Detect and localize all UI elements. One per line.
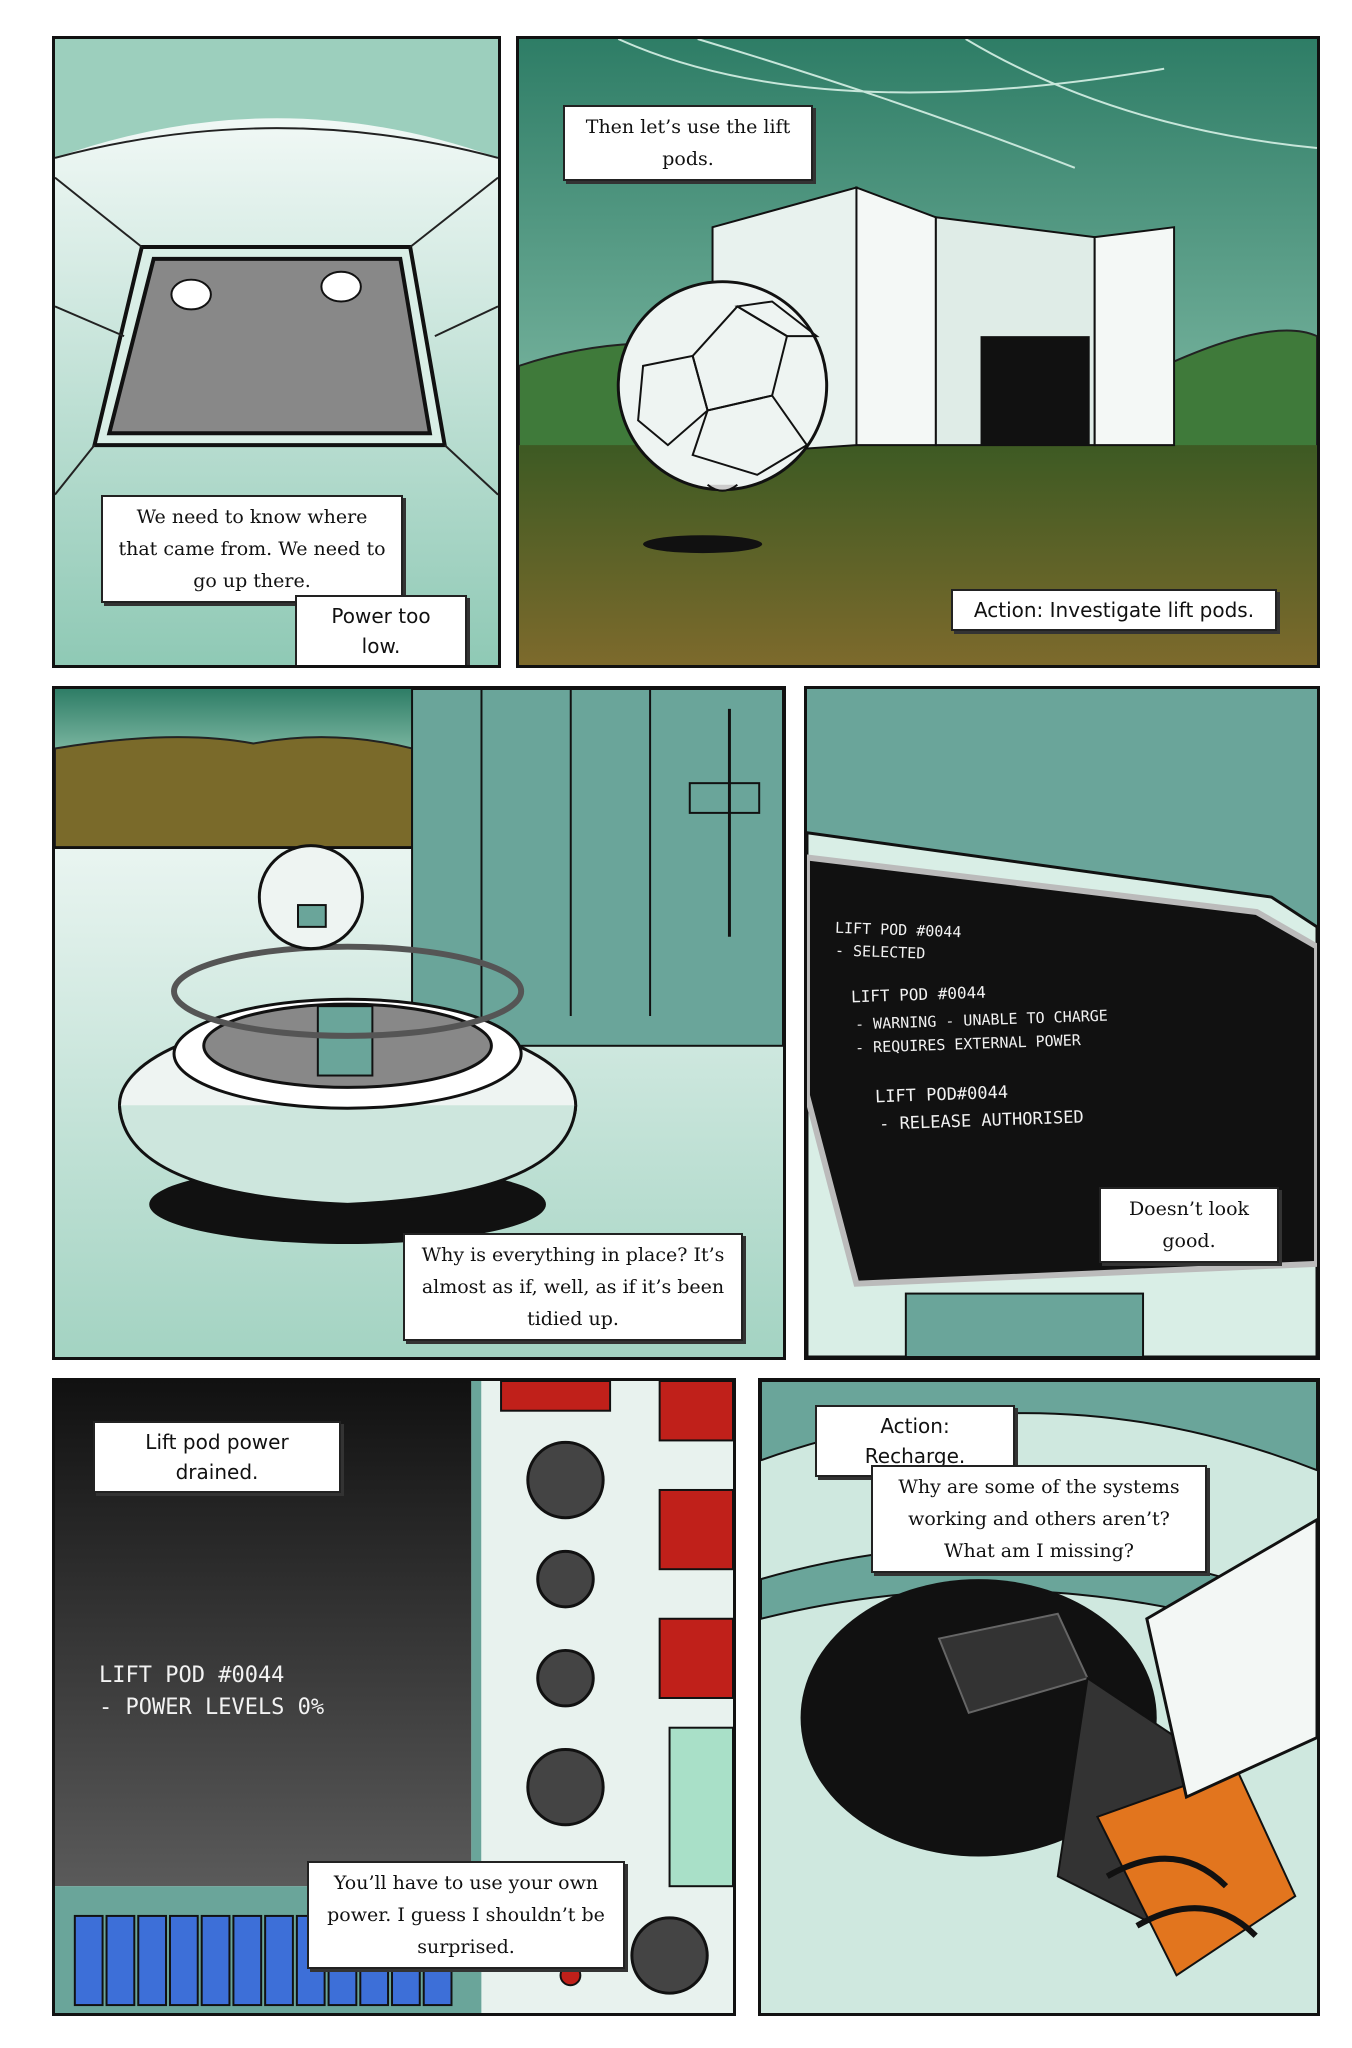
power-readout-line: - POWER LEVELS 0%	[99, 1695, 325, 1720]
system-message-box: Action: Investigate lift pods.	[951, 589, 1277, 631]
panel-3-lift-pod-platform: Why is everything in place? It’s almost …	[52, 686, 786, 1360]
panel-4-terminal: LIFT POD #0044 - SELECTED LIFT POD #0044…	[804, 686, 1320, 1360]
system-message-box: Lift pod power drained.	[93, 1421, 341, 1493]
narration-box: Why is everything in place? It’s almost …	[403, 1233, 743, 1341]
system-message-box: Power too low.	[295, 595, 467, 665]
narration-box: Why are some of the systems working and …	[871, 1465, 1207, 1573]
narration-box: You’ll have to use your own power. I gue…	[307, 1861, 625, 1969]
panel-6-recharge-cable: Action: Recharge. Why are some of the sy…	[758, 1378, 1320, 2016]
panel-5-power-console: Lift pod power drained. LIFT POD #0044 -…	[52, 1378, 736, 2016]
narration-box: Then let’s use the lift pods.	[563, 105, 813, 181]
panel-2-lift-pod-exterior: Then let’s use the lift pods. Action: In…	[516, 36, 1320, 668]
terminal-line: - SELECTED	[834, 941, 926, 963]
lift-pod-platform-art	[55, 689, 783, 1357]
panel-1-ceiling-hatch: We need to know where that came from. We…	[52, 36, 501, 668]
narration-box: We need to know where that came from. We…	[101, 495, 403, 603]
power-readout-line: LIFT POD #0044	[99, 1663, 285, 1688]
narration-box: Doesn’t look good.	[1099, 1187, 1279, 1263]
